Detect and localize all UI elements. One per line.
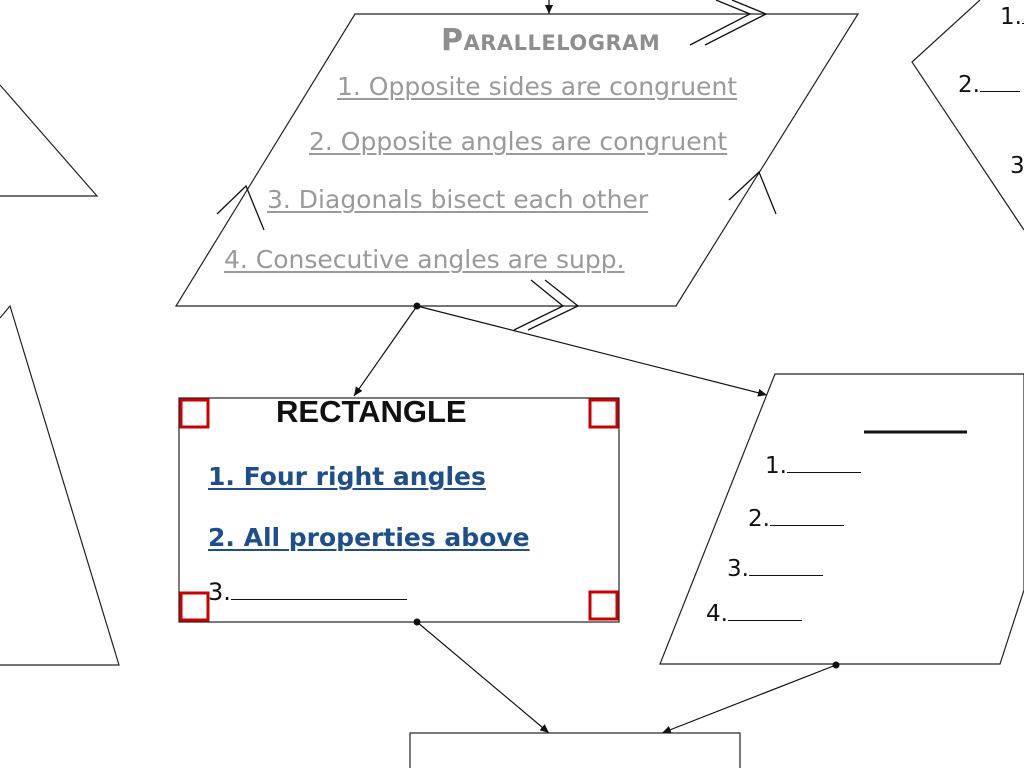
right-item-2-label: 2. <box>958 72 980 98</box>
rhombus-item-1-blank <box>786 472 861 473</box>
left-top-shape <box>0 84 99 197</box>
rectangle-property-2: 2. All properties above <box>208 523 530 552</box>
rhombus-item-2-blank <box>769 525 844 526</box>
parallel-mark-top <box>704 0 768 46</box>
rhombus-item-1: 1. <box>765 455 861 478</box>
rhombus-item-3: 3. <box>727 558 823 581</box>
rectangle-box <box>178 397 620 623</box>
right-angle-mark-bl <box>179 591 210 622</box>
parallel-mark-left <box>216 184 265 231</box>
left-bottom-shape <box>0 304 120 666</box>
arrow-to-rhombus <box>416 305 768 397</box>
parallelogram-shape <box>174 13 860 307</box>
parallelogram-property-1: 1. Opposite sides are congruent <box>337 72 738 101</box>
right-angle-mark-tr <box>588 398 619 429</box>
rhombus-item-2-label: 2. <box>748 506 770 532</box>
rhombus-item-3-label: 3. <box>727 556 749 582</box>
rectangle-property-3-blank <box>230 599 407 600</box>
rectangle-title: RECTANGLE <box>276 394 467 429</box>
arrow-to-rectangle <box>353 305 418 397</box>
parallel-mark-top-2 <box>689 0 752 46</box>
right-item-2: 2. <box>958 74 1020 97</box>
rhombus-item-4-label: 4. <box>706 601 728 627</box>
rhombus-shape <box>659 373 1024 665</box>
parallel-mark-right <box>728 170 777 215</box>
rhombus-item-4: 4. <box>706 603 802 626</box>
rectangle-property-1: 1. Four right angles <box>208 462 486 491</box>
parallel-mark-bottom <box>527 279 580 331</box>
arrow-rhombus-to-square <box>661 664 837 734</box>
rectangle-property-3: 3. <box>208 580 407 604</box>
rhombus-item-2: 2. <box>748 508 844 531</box>
right-angle-mark-tl <box>179 398 210 429</box>
rhombus-item-3-blank <box>748 575 823 576</box>
right-item-3-label: 3 <box>1010 153 1024 179</box>
square-box <box>409 732 741 768</box>
right-angle-mark-br <box>588 590 619 621</box>
parallelogram-property-2: 2. Opposite angles are congruent <box>309 127 728 156</box>
rhombus-item-4-blank <box>727 620 802 621</box>
parallelogram-property-3: 3. Diagonals bisect each other <box>267 185 649 214</box>
right-item-2-blank <box>979 91 1020 92</box>
parallel-mark-bottom-2 <box>513 279 565 331</box>
arrow-rect-to-square <box>416 621 550 734</box>
parallelogram-property-4: 4. Consecutive angles are supp. <box>224 245 625 274</box>
right-item-1-blank <box>1021 23 1024 24</box>
right-top-shape <box>911 0 1024 231</box>
parallelogram-title: Parallelogram <box>441 23 661 58</box>
right-item-1: 1. <box>1000 6 1024 29</box>
right-item-3: 3 <box>1010 155 1024 178</box>
right-item-1-label: 1. <box>1000 4 1022 30</box>
rectangle-property-3-label: 3. <box>208 578 231 606</box>
rhombus-item-1-label: 1. <box>765 453 787 479</box>
